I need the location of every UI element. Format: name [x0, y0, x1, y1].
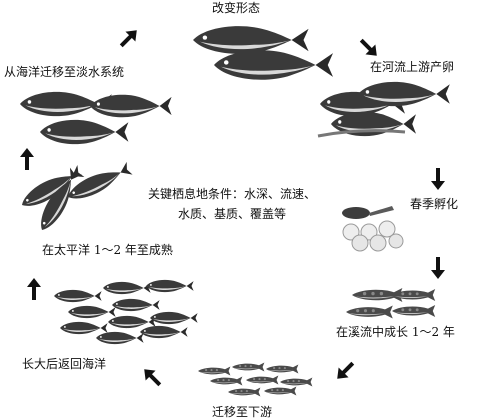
- label-migrate-downstream: 迁移至下游: [212, 405, 273, 419]
- key-habitat-conditions: 关键栖息地条件：水深、流速、 水质、基质、覆盖等: [148, 184, 328, 224]
- arrow-top-left: [116, 25, 142, 51]
- label-mature-in-pacific: 在太平洋 1～2 年至成熟: [42, 243, 173, 257]
- key-habitat-line-2: 水质、基质、覆盖等: [178, 207, 287, 221]
- arrow-right-lower: [431, 257, 445, 279]
- label-ocean-to-freshwater: 从海洋迁移至淡水系统: [4, 65, 125, 79]
- label-change-form: 改变形态: [212, 1, 261, 15]
- eggs-hatching: [342, 206, 404, 252]
- fish-group-spawning: [317, 81, 450, 138]
- arrow-top-right: [356, 35, 382, 61]
- key-habitat-line-1: 关键栖息地条件：水深、流速、: [148, 187, 317, 201]
- arrow-left-upper: [20, 148, 34, 170]
- fish-group-pacific-maturing: [17, 160, 134, 235]
- fish-group-downstream: [198, 362, 313, 397]
- fish-group-return-to-ocean: [54, 279, 198, 345]
- label-grow-in-stream: 在溪流中成长 1～2 年: [336, 325, 455, 339]
- arrow-bottom-left: [139, 364, 165, 390]
- label-return-to-ocean: 长大后返回海洋: [22, 357, 107, 371]
- fish-group-ocean-to-freshwater: [20, 91, 172, 145]
- arrow-right-upper: [431, 168, 445, 190]
- arrow-left-lower: [27, 278, 41, 300]
- arrow-bottom-right: [332, 358, 358, 384]
- label-spawn-upstream: 在河流上游产卵: [370, 60, 455, 74]
- fish-group-stream-juveniles: [346, 288, 436, 319]
- label-spring-hatch: 春季孵化: [410, 197, 459, 211]
- fish-group-change-form: [193, 26, 333, 80]
